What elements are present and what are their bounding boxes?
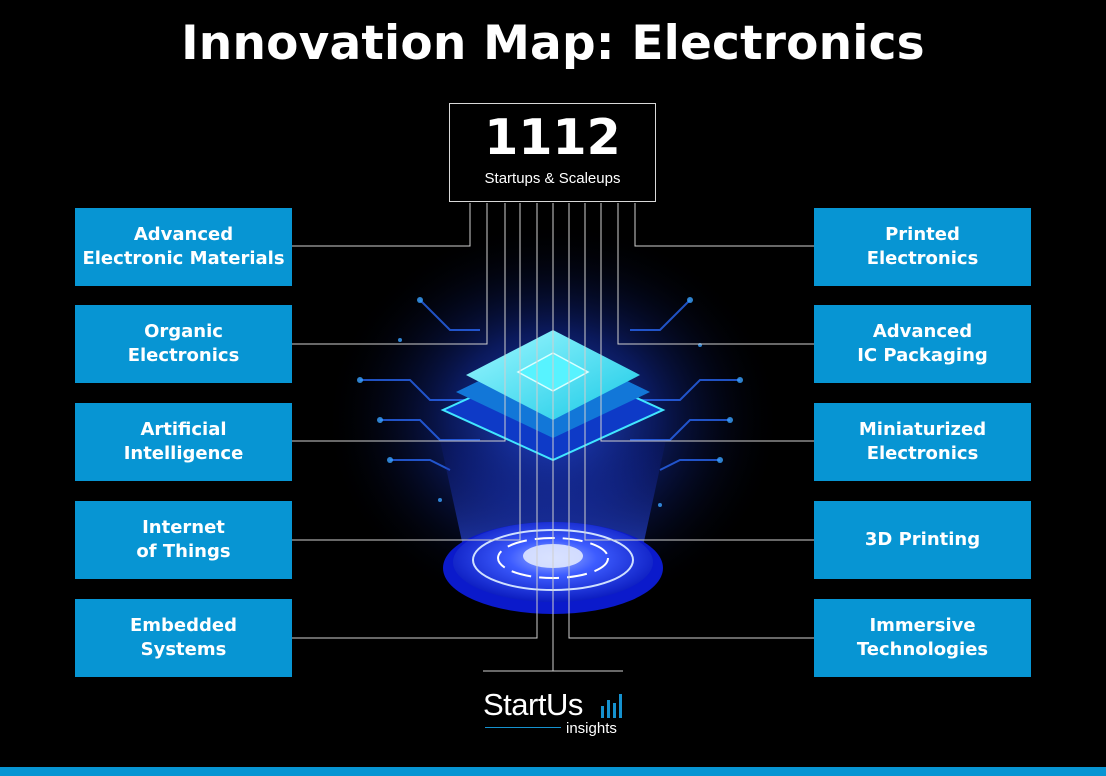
topic-miniaturized-electronics[interactable]: Miniaturized Electronics: [814, 403, 1031, 481]
bar-chart-icon: [601, 694, 622, 718]
topic-artificial-intelligence[interactable]: Artificial Intelligence: [75, 403, 292, 481]
circuit-dots: [357, 297, 743, 507]
footer-bar: [0, 767, 1106, 776]
topic-printed-electronics[interactable]: Printed Electronics: [814, 208, 1031, 286]
startus-insights-logo[interactable]: StartUs insights: [483, 688, 625, 738]
topic-immersive-technologies[interactable]: Immersive Technologies: [814, 599, 1031, 677]
page-title: Innovation Map: Electronics: [181, 16, 925, 71]
topic-embedded-systems[interactable]: Embedded Systems: [75, 599, 292, 677]
topic-3d-printing[interactable]: 3D Printing: [814, 501, 1031, 579]
logo-wordmark: StartUs: [483, 687, 583, 722]
logo-subtext: insights: [566, 720, 617, 737]
topic-advanced-ic-packaging[interactable]: Advanced IC Packaging: [814, 305, 1031, 383]
connector-lines: [292, 203, 814, 672]
startup-count: 1112: [484, 109, 621, 166]
topic-advanced-electronic-materials[interactable]: Advanced Electronic Materials: [75, 208, 292, 286]
startup-count-box: 1112 Startups & Scaleups: [449, 103, 656, 202]
logo-underline: [485, 727, 561, 728]
startup-count-label: Startups & Scaleups: [484, 170, 621, 187]
topic-internet-of-things[interactable]: Internet of Things: [75, 501, 292, 579]
topic-organic-electronics[interactable]: Organic Electronics: [75, 305, 292, 383]
